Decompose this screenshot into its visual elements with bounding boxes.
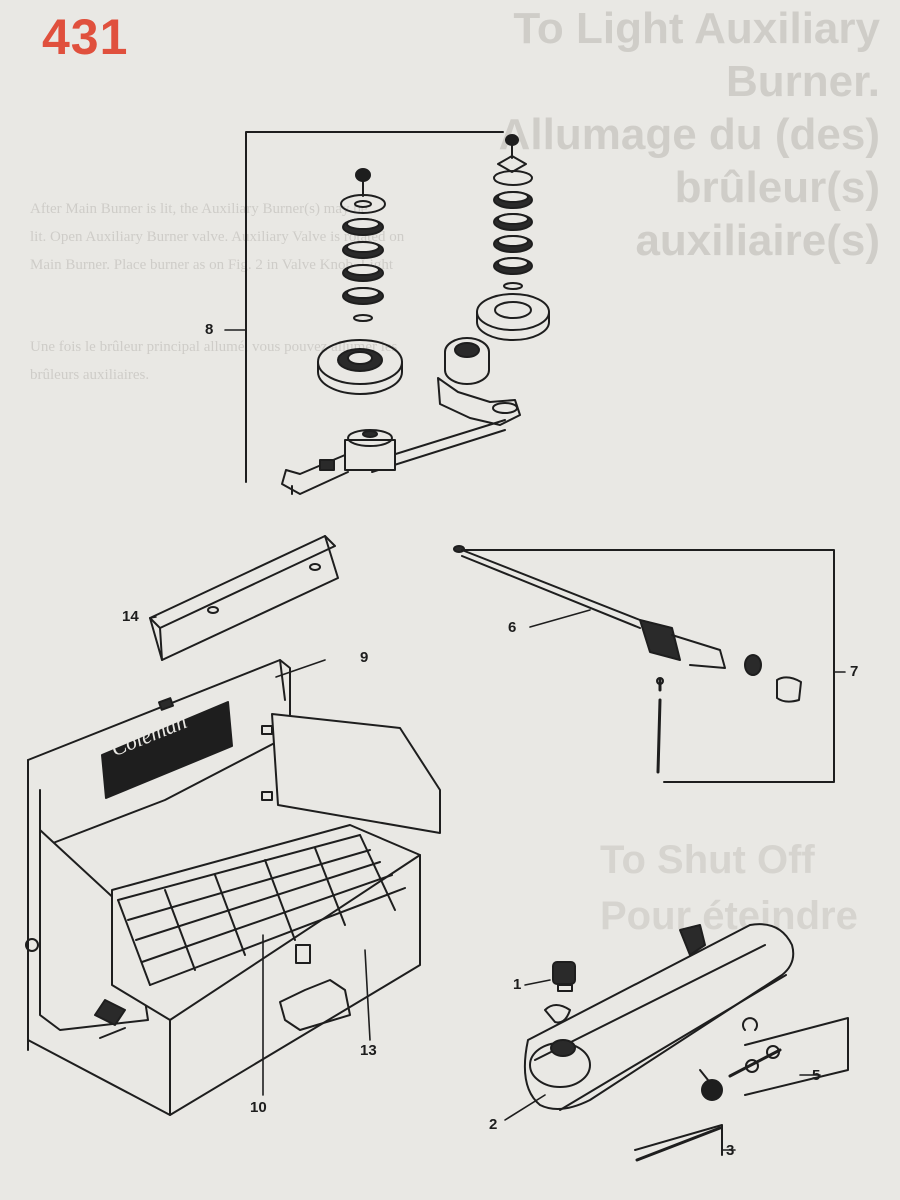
burner-stack-left [317,168,403,395]
bracket-7 [464,549,835,783]
generator-parts [453,545,802,774]
callout-5: 5 [812,1067,821,1084]
callout-1: 1 [513,976,522,993]
bleed-through-heading-2: To Shut Off Pour éteindre [600,832,890,944]
callout-8: 8 [205,321,214,338]
callout-3: 3 [726,1142,735,1159]
callout-10: 10 [250,1099,267,1116]
leader-lines [149,329,846,1151]
bleed-heading2-line: To Shut Off [600,838,815,882]
page-number: 431 [42,9,129,65]
stove-case [25,659,441,1116]
bracket-5 [744,1017,849,1096]
callout-6: 6 [508,619,517,636]
bleed-paragraph: Une fois le brûleur principal allumé, vo… [30,339,398,355]
bleed-through-heading: To Light Auxiliary Burner. Allumage du (… [360,2,880,267]
bleed-through-text: After Main Burner is lit, the Auxiliary … [30,198,860,392]
pump-rod [635,1126,722,1162]
callout-14: 14 [122,608,139,625]
manifold-tube [281,337,521,495]
bleed-heading2-line: Pour éteindre [600,894,858,938]
fuel-tank [523,923,795,1111]
wind-baffle-part [149,535,339,661]
bleed-paragraph: After Main Burner is lit, the Auxiliary … [30,201,368,217]
bleed-paragraph: Main Burner. Place burner as on Fig. 2 i… [30,257,394,273]
bleed-heading-line: To Light Auxiliary Burner. [513,4,880,106]
bleed-heading-line: auxiliaire(s) [635,216,880,265]
bracket-8 [245,131,504,483]
callout-9: 9 [360,649,369,666]
bleed-paragraph: brûleurs auxiliaires. [30,367,150,383]
bleed-paragraph: lit. Open Auxiliary Burner valve. Auxili… [30,229,405,245]
callout-2: 2 [489,1116,498,1133]
bleed-heading-line: Allumage du (des) brûleur(s) [498,110,880,212]
callout-13: 13 [360,1042,377,1059]
pump-parts [699,1017,782,1101]
bracket-3 [634,1124,723,1156]
callout-7: 7 [850,663,859,680]
burner-stack-right [476,134,550,341]
